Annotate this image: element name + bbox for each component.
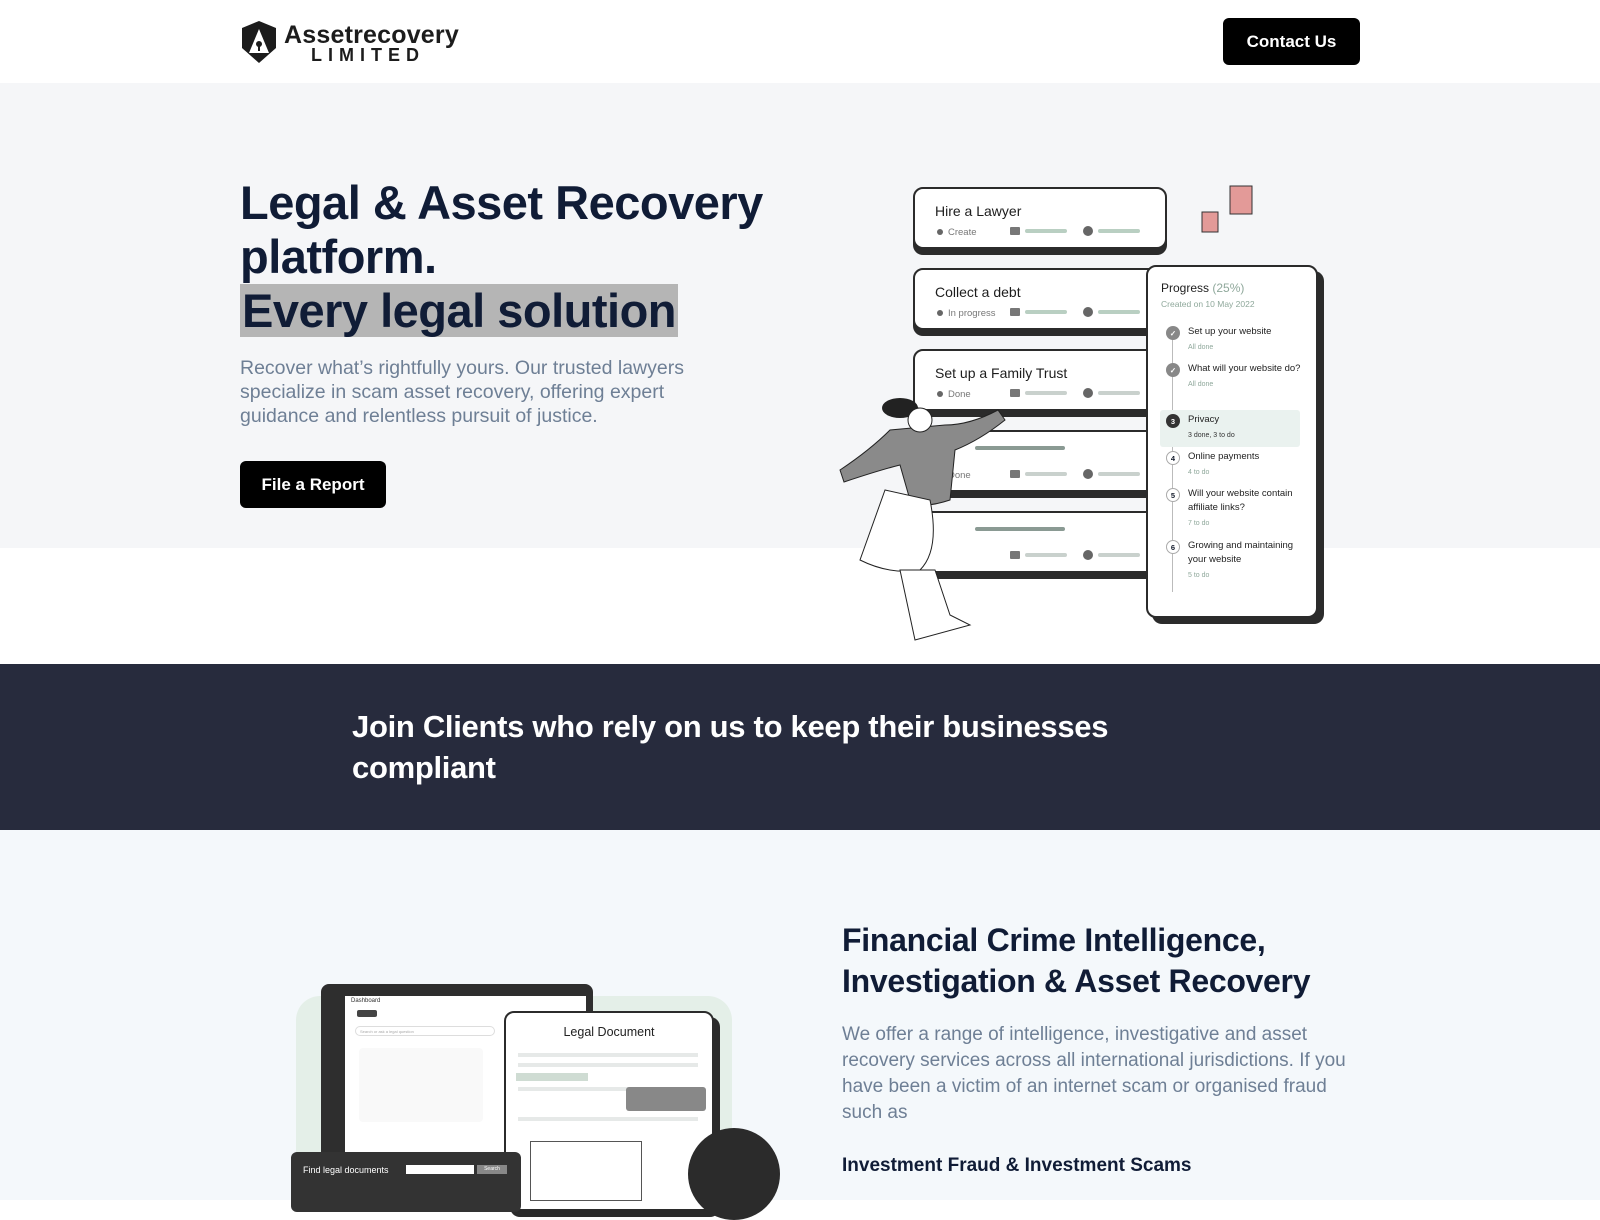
clock-icon bbox=[1083, 307, 1093, 317]
card-status: In progress bbox=[937, 308, 996, 319]
person-illustration bbox=[839, 398, 1006, 641]
file-report-button[interactable]: File a Report bbox=[240, 461, 386, 508]
card-status: Done bbox=[937, 389, 971, 400]
card-title: Hire a Lawyer bbox=[935, 203, 1022, 219]
person-illustration bbox=[688, 1128, 780, 1220]
progress-title: Progress (25%) bbox=[1161, 281, 1245, 295]
dashboard-search: Search or ask a legal question bbox=[355, 1026, 495, 1036]
folder-icon bbox=[1010, 308, 1020, 316]
card-status: Done bbox=[937, 470, 971, 481]
band-text: Join Clients who rely on us to keep thei… bbox=[352, 709, 1109, 785]
find-input bbox=[406, 1165, 474, 1174]
document-title: Legal Document bbox=[563, 1025, 655, 1039]
find-label: Find legal documents bbox=[303, 1165, 389, 1175]
services-section bbox=[0, 830, 1600, 1200]
progress-step: Will your website contain affiliate link… bbox=[1188, 488, 1293, 527]
card-title: Set up a Family Trust bbox=[935, 365, 1068, 381]
section-description: We offer a range of intelligence, invest… bbox=[842, 1024, 1346, 1123]
title-line: Legal & Asset Recovery bbox=[240, 176, 763, 229]
clients-band bbox=[0, 664, 1600, 830]
step-number: 3 bbox=[1166, 414, 1180, 428]
dashboard-label: Dashboard bbox=[351, 998, 381, 1004]
legal-document-card: Legal Document bbox=[504, 1011, 714, 1211]
clock-icon bbox=[1083, 388, 1093, 398]
user-comment-icon bbox=[626, 1087, 706, 1111]
find-documents-window: Find legal documents Search bbox=[291, 1152, 521, 1212]
clock-icon bbox=[1083, 226, 1093, 236]
task-card: Hire a Lawyer Create bbox=[913, 187, 1167, 249]
hero-description: Recover what’s rightfully yours. Our tru… bbox=[240, 357, 684, 427]
folder-icon bbox=[1010, 227, 1020, 235]
progress-step: What will your website do?All done bbox=[1188, 363, 1301, 388]
step-number: 4 bbox=[1166, 451, 1180, 465]
contact-us-button[interactable]: Contact Us bbox=[1223, 18, 1360, 65]
signature-box bbox=[530, 1141, 642, 1201]
section-title: Financial Crime Intelligence, Investigat… bbox=[842, 922, 1311, 999]
folder-icon bbox=[1010, 389, 1020, 397]
card-title: Collect a debt bbox=[935, 284, 1021, 300]
logo-subtitle: LIMITED bbox=[311, 45, 425, 65]
service-item[interactable]: Investment Fraud & Investment Scams bbox=[842, 1155, 1192, 1176]
logo-name[interactable]: Assetrecovery bbox=[284, 21, 459, 49]
check-icon: ✓ bbox=[1166, 326, 1180, 340]
step-number: 6 bbox=[1166, 540, 1180, 554]
check-icon: ✓ bbox=[1166, 363, 1180, 377]
documents-icon bbox=[1201, 185, 1253, 233]
title-highlight: Every legal solution bbox=[240, 284, 679, 337]
step-number: 5 bbox=[1166, 488, 1180, 502]
progress-created: Created on 10 May 2022 bbox=[1161, 299, 1255, 309]
card-status: Create bbox=[937, 227, 977, 238]
folder-icon bbox=[1010, 470, 1020, 478]
task-card: Collect a debt In progress bbox=[913, 268, 1167, 330]
title-line: platform. bbox=[240, 230, 437, 283]
shield-logo-icon[interactable] bbox=[240, 20, 278, 64]
progress-panel: Progress (25%) Created on 10 May 2022 ✓ … bbox=[1146, 265, 1318, 618]
find-search-button: Search bbox=[477, 1165, 507, 1174]
folder-icon bbox=[1010, 551, 1020, 559]
task-card: Set up a Family Trust Done bbox=[913, 349, 1167, 411]
clock-icon bbox=[1083, 550, 1093, 560]
clock-icon bbox=[1083, 469, 1093, 479]
